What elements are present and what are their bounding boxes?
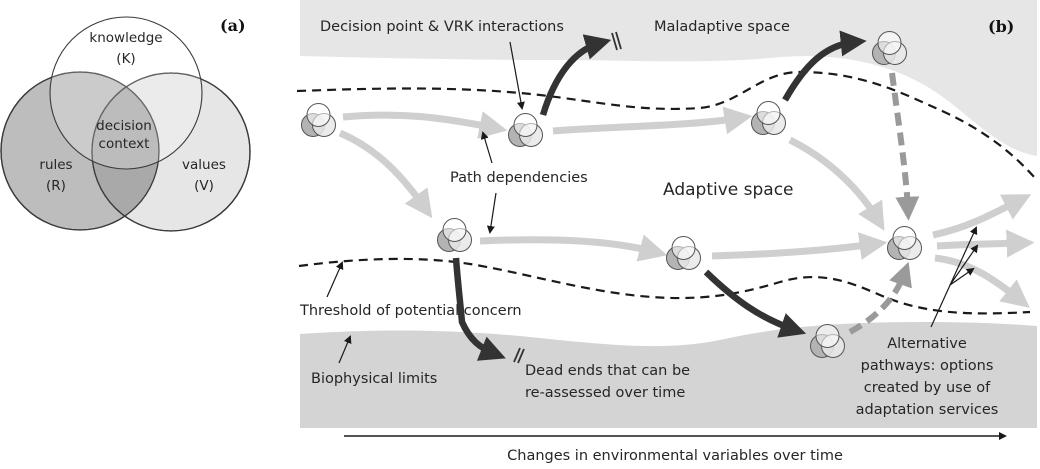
pathway-n5-n7 [788, 136, 885, 231]
pathway-n5-n6 [782, 30, 867, 102]
decision-node-2 [508, 113, 543, 147]
pathway-n2-n5 [552, 106, 753, 135]
decision-node-7 [887, 226, 922, 260]
label-biophysical-limits: Biophysical limits [311, 371, 437, 387]
pointer-path-dep-2 [486, 192, 497, 234]
label-alternative-1: Alternative [887, 336, 967, 352]
pointer-threshold [326, 261, 344, 298]
venn-label-knowledge-abbr: (K) [116, 51, 135, 67]
label-decision-point: Decision point & VRK interactions [320, 19, 564, 35]
venn-label-rules-abbr: (R) [46, 178, 66, 194]
threshold-line-lower [298, 257, 1031, 315]
pointer-decision-point [509, 41, 525, 110]
pathway-n8-n7 [848, 261, 912, 335]
pathway-n6-n7 [889, 72, 920, 221]
label-threshold: Threshold of potential concern [299, 303, 522, 319]
pathway-n2-deadend [539, 34, 612, 116]
decision-node-5 [751, 101, 786, 135]
pathway-n4-n8 [703, 269, 807, 338]
label-maladaptive-space: Maladaptive space [654, 19, 790, 35]
pathway-n1-n3 [338, 129, 433, 219]
dead-end-marker-top [611, 31, 622, 51]
venn-label-values-abbr: (V) [194, 178, 214, 194]
pathway-n1-n2 [342, 111, 508, 139]
venn-label-knowledge: knowledge [89, 30, 162, 46]
label-alternative-2: pathways: options [861, 358, 994, 374]
label-dead-ends-2: re-assessed over time [525, 385, 685, 401]
maladaptive-pathways [452, 30, 867, 361]
decision-node-4 [666, 236, 701, 270]
venn-label-values: values [182, 157, 226, 173]
venn-label-center-2: context [99, 136, 150, 152]
label-alternative-4: adaptation services [856, 402, 999, 418]
pathway-n7-out-3 [934, 254, 1030, 308]
decision-node-3 [437, 218, 472, 252]
venn-circle-knowledge [49, 16, 203, 170]
pointer-path-dep-1 [480, 131, 493, 164]
dead-end-marker-bottom [513, 347, 525, 364]
annotation-arrows [326, 41, 979, 364]
panel-label-a: (a) [220, 16, 246, 35]
adaptive-pathways [338, 106, 1035, 308]
pathway-n7-out-2 [936, 229, 1035, 258]
label-alternative-3: created by use of [864, 380, 991, 396]
venn-label-rules: rules [39, 157, 72, 173]
label-dead-ends-1: Dead ends that can be [525, 363, 690, 379]
reassessed-pathways [848, 72, 920, 335]
label-path-dependencies: Path dependencies [450, 170, 588, 186]
venn-diagram: knowledge (K) decision context rules (R)… [0, 16, 251, 232]
venn-label-center: decision [96, 118, 152, 134]
threshold-line-upper [296, 70, 1036, 179]
pathway-n3-deadend [452, 257, 506, 361]
panel-label-b: (b) [988, 17, 1014, 36]
decision-node-1 [301, 103, 336, 137]
pointer-alternative-2 [949, 244, 979, 286]
pathway-n4-n7 [711, 232, 888, 260]
label-adaptive-space: Adaptive space [663, 180, 794, 200]
pointer-biophysical [338, 335, 352, 364]
pathway-n7-out-1 [932, 194, 1032, 239]
venn-overlap-rules-values [92, 73, 159, 230]
pointer-alternative [930, 226, 978, 328]
x-axis-label: Changes in environmental variables over … [507, 448, 843, 464]
pointer-alternative-3 [949, 267, 975, 286]
pathway-n3-n4 [479, 234, 668, 262]
